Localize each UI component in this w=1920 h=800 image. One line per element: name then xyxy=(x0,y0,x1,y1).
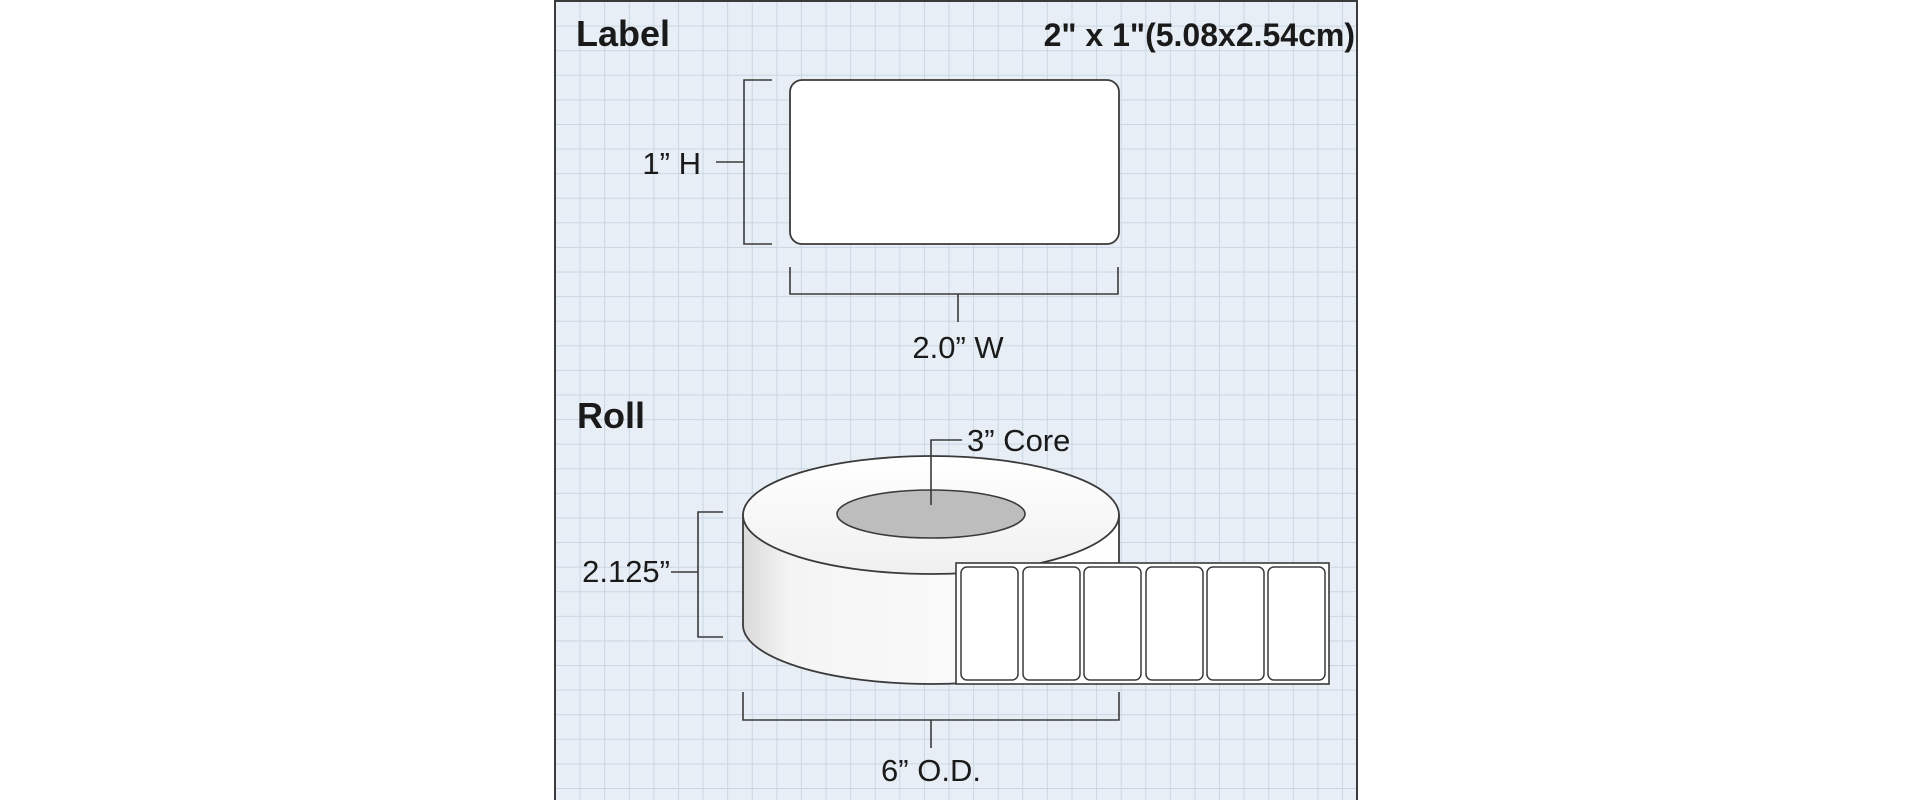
label-width-dimension: 2.0” W xyxy=(912,330,1004,365)
roll-heading: Roll xyxy=(577,395,645,436)
roll-od-dimension: 6” O.D. xyxy=(881,753,981,788)
label-height-bracket xyxy=(716,79,772,245)
strip-label xyxy=(1022,566,1081,681)
label-height-dimension: 1” H xyxy=(642,146,701,181)
strip-label xyxy=(1083,566,1142,681)
label-strip xyxy=(955,562,1330,685)
label-width-bracket xyxy=(789,267,1119,322)
label-roll xyxy=(742,455,1120,685)
core-dimension: 3” Core xyxy=(967,423,1070,458)
core-leader-line xyxy=(930,439,962,505)
strip-label xyxy=(1267,566,1326,681)
strip-label xyxy=(960,566,1019,681)
label-shape xyxy=(789,79,1120,245)
roll-width-bracket xyxy=(671,511,723,638)
strip-label xyxy=(1145,566,1204,681)
label-size-spec: 2" x 1"(5.08x2.54cm) xyxy=(1044,17,1355,53)
roll-width-dimension: 2.125” xyxy=(582,554,670,589)
roll-od-bracket xyxy=(742,692,1120,748)
strip-label xyxy=(1206,566,1265,681)
label-heading: Label xyxy=(576,13,670,54)
